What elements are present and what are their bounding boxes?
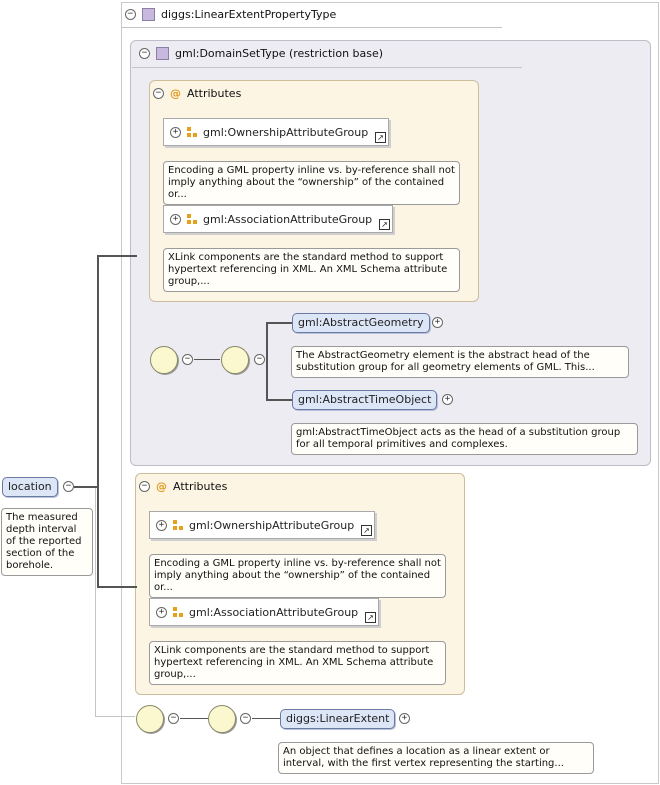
collapse-icon[interactable]: − xyxy=(125,9,136,20)
expand-icon[interactable]: + xyxy=(170,126,181,138)
attribute-icon: @ xyxy=(170,87,181,100)
sequence-compositor-icon[interactable] xyxy=(136,705,164,733)
association-doc-1: XLink components are the standard method… xyxy=(163,248,460,292)
group-label: gml:AssociationAttributeGroup xyxy=(203,212,373,226)
sequence-compositor-icon[interactable] xyxy=(150,346,178,374)
attribute-icon: @ xyxy=(156,480,167,493)
linear-extent-doc: An object that defines a location as a l… xyxy=(278,742,594,774)
collapse-icon[interactable]: − xyxy=(153,88,164,99)
location-element[interactable]: location xyxy=(2,477,58,497)
outer-type-header: − diggs:LinearExtentPropertyType xyxy=(125,8,336,21)
association-attribute-group-2[interactable]: + gml:AssociationAttributeGroup ↗ xyxy=(149,598,379,626)
complex-type-icon xyxy=(156,47,169,60)
attributes-1-header: − @ Attributes xyxy=(153,87,241,100)
expand-icon[interactable]: + xyxy=(170,213,181,225)
expand-icon[interactable]: + xyxy=(156,606,167,618)
reference-arrow-icon[interactable]: ↗ xyxy=(375,132,386,143)
attributes-2-label: Attributes xyxy=(173,480,228,493)
association-attribute-group-1[interactable]: + gml:AssociationAttributeGroup ↗ xyxy=(163,205,393,233)
reference-arrow-icon[interactable]: ↗ xyxy=(379,219,390,230)
attribute-group-icon xyxy=(187,214,197,224)
collapse-icon[interactable]: − xyxy=(182,354,193,365)
expand-icon[interactable]: + xyxy=(156,519,167,531)
group-label: gml:AssociationAttributeGroup xyxy=(189,605,359,619)
outer-type-label: diggs:LinearExtentPropertyType xyxy=(161,8,337,21)
association-doc-2: XLink components are the standard method… xyxy=(149,641,446,685)
domain-set-label: gml:DomainSetType (restriction base) xyxy=(175,47,384,60)
expand-icon[interactable]: + xyxy=(432,317,443,328)
group-label: gml:OwnershipAttributeGroup xyxy=(189,518,355,532)
collapse-icon[interactable]: − xyxy=(139,48,150,59)
expand-icon[interactable]: + xyxy=(399,713,410,724)
attributes-2-header: − @ Attributes xyxy=(139,480,227,493)
ownership-attribute-group-1[interactable]: + gml:OwnershipAttributeGroup ↗ xyxy=(163,118,389,146)
attribute-group-icon xyxy=(173,607,183,617)
expand-icon[interactable]: + xyxy=(442,394,453,405)
collapse-icon[interactable]: − xyxy=(240,713,251,724)
domain-set-header: − gml:DomainSetType (restriction base) xyxy=(139,47,383,60)
abstract-time-object-doc: gml:AbstractTimeObject acts as the head … xyxy=(291,423,638,455)
abstract-time-object-element[interactable]: gml:AbstractTimeObject xyxy=(292,390,438,410)
ownership-attribute-group-2[interactable]: + gml:OwnershipAttributeGroup ↗ xyxy=(149,511,375,539)
abstract-geometry-element[interactable]: gml:AbstractGeometry xyxy=(292,313,430,333)
linear-extent-element[interactable]: diggs:LinearExtent xyxy=(280,709,396,729)
ownership-doc-1: Encoding a GML property inline vs. by-re… xyxy=(163,161,460,205)
collapse-icon[interactable]: − xyxy=(139,481,150,492)
ownership-doc-2: Encoding a GML property inline vs. by-re… xyxy=(149,554,446,598)
abstract-geometry-doc: The AbstractGeometry element is the abst… xyxy=(291,346,629,378)
sequence-compositor-icon[interactable] xyxy=(208,705,236,733)
collapse-icon[interactable]: − xyxy=(168,713,179,724)
location-doc: The measured depth interval of the repor… xyxy=(1,508,93,576)
attribute-group-icon xyxy=(187,127,197,137)
complex-type-icon xyxy=(142,8,155,21)
group-label: gml:OwnershipAttributeGroup xyxy=(203,125,369,139)
reference-arrow-icon[interactable]: ↗ xyxy=(361,525,372,536)
collapse-icon[interactable]: − xyxy=(63,481,74,492)
reference-arrow-icon[interactable]: ↗ xyxy=(365,612,376,623)
choice-compositor-icon[interactable] xyxy=(221,346,249,374)
attributes-1-label: Attributes xyxy=(187,87,242,100)
attribute-group-icon xyxy=(173,520,183,530)
collapse-icon[interactable]: − xyxy=(254,354,265,365)
